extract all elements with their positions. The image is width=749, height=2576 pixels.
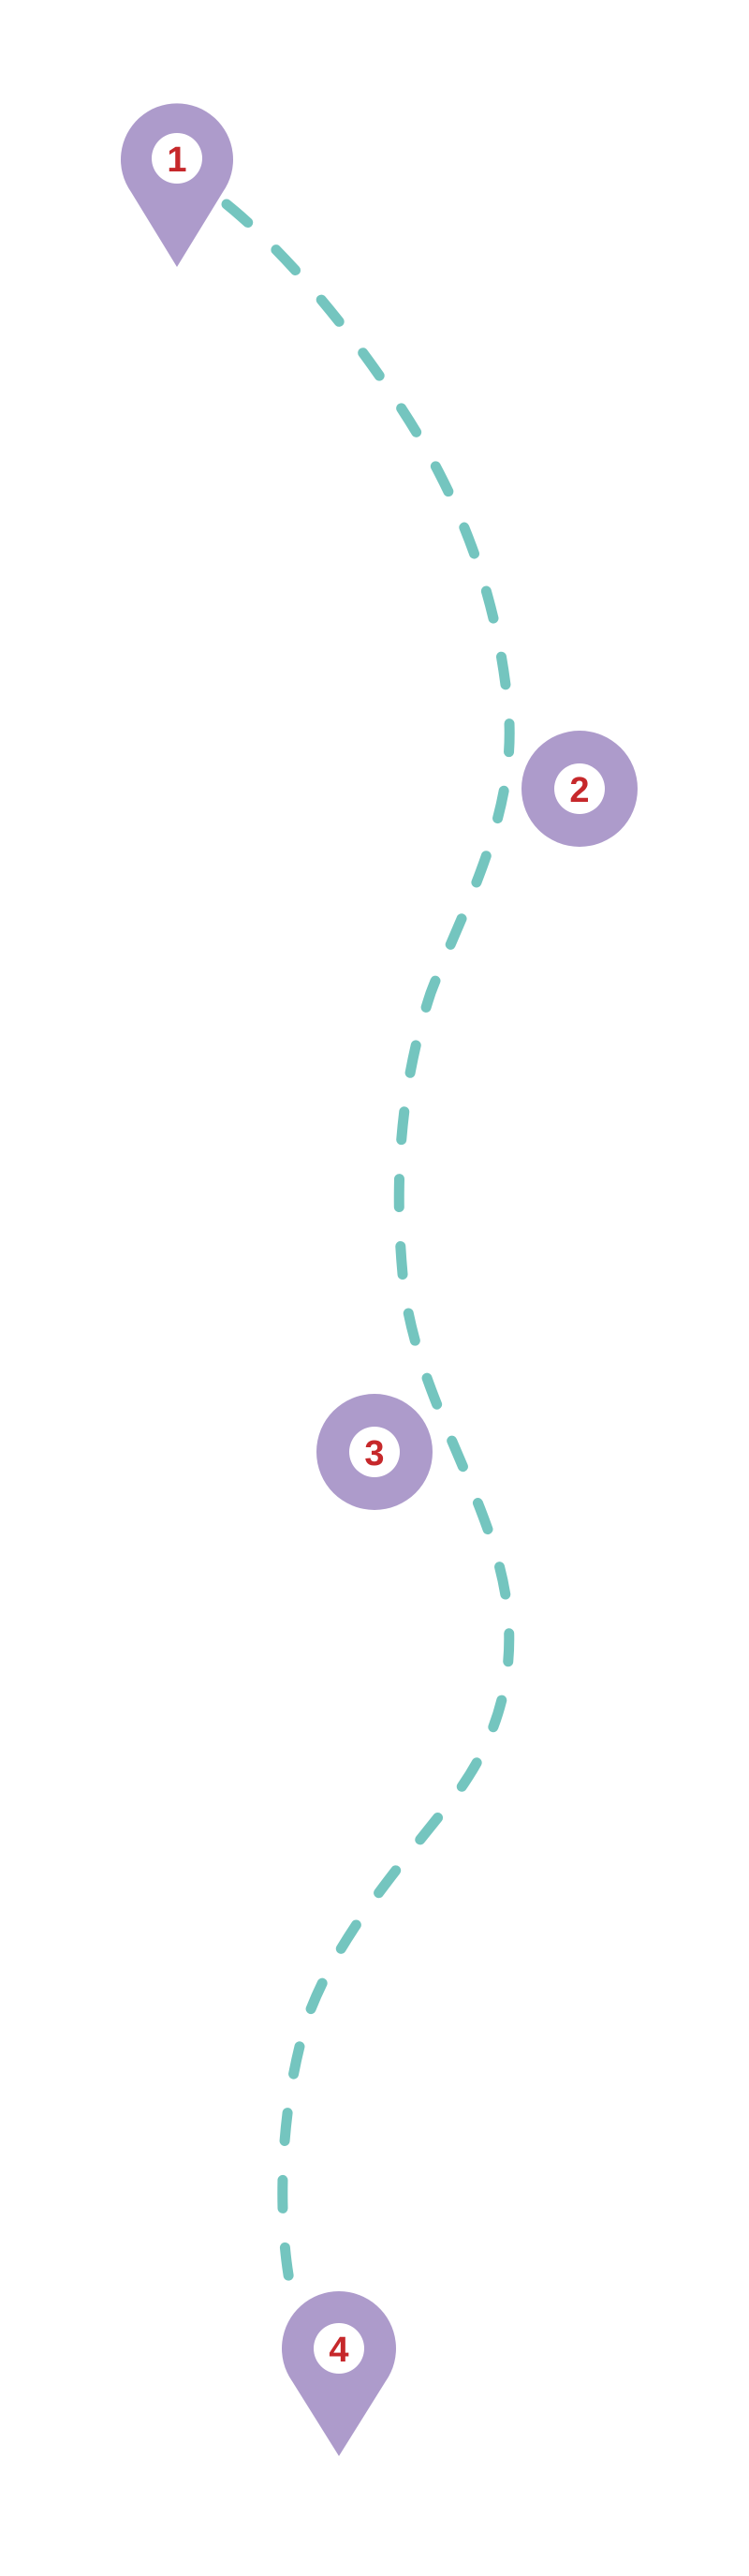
marker-circle-2: 2 (521, 731, 638, 847)
map-pin-icon (282, 2291, 396, 2456)
marker-circle-3: 3 (316, 1394, 433, 1510)
marker-number: 4 (329, 2331, 348, 2370)
marker-number: 1 (167, 141, 186, 180)
marker-number: 3 (364, 1434, 384, 1473)
marker-pin-1: 1 (121, 103, 233, 268)
map-pin-icon (121, 103, 233, 268)
marker-number: 2 (569, 771, 589, 810)
marker-pin-4: 4 (282, 2291, 396, 2456)
dashed-route-path (221, 199, 515, 2291)
